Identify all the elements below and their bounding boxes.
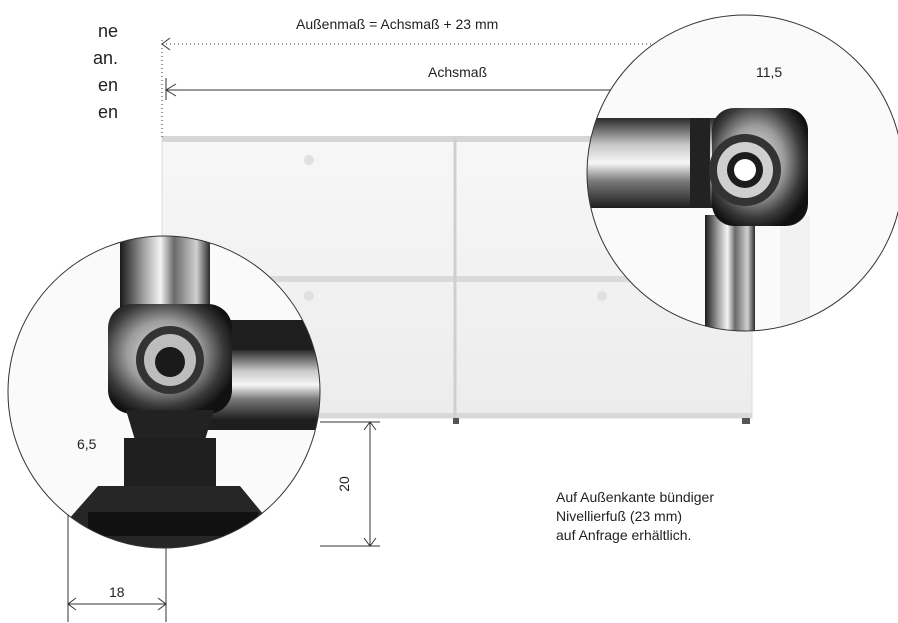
- connector-detail-top: [587, 15, 898, 331]
- offset-left-label: 6,5: [77, 436, 97, 452]
- offset-top-label: 11,5: [756, 64, 783, 80]
- intro-line: ne: [97, 21, 118, 41]
- note-line: auf Anfrage erhältlich.: [556, 527, 692, 543]
- foot-detail: [8, 236, 320, 548]
- height-label: 20: [335, 476, 352, 492]
- zoom-circle-top: [586, 14, 898, 332]
- note-line: Nivellierfuß (23 mm): [556, 508, 683, 524]
- leveling-foot-note: Auf Außenkante bündiger Nivellierfuß (23…: [556, 488, 714, 545]
- intro-line: en: [97, 75, 118, 95]
- axis-dimension-label: Achsmaß: [428, 64, 488, 80]
- note-line: Auf Außenkante bündiger: [556, 489, 715, 505]
- intro-line: an.: [92, 48, 118, 68]
- intro-line: en: [97, 102, 118, 122]
- zoom-circle-foot: [7, 235, 321, 549]
- intro-text: ne an. en en: [0, 18, 118, 126]
- outer-dimension-label: Außenmaß = Achsmaß + 23 mm: [296, 16, 499, 32]
- foot-width-label: 18: [109, 584, 125, 600]
